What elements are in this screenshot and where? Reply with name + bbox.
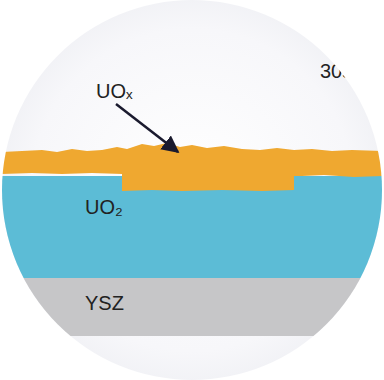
ysz-band: YSZ [85, 292, 128, 315]
uox-layer [2, 143, 382, 191]
ysz-band [2, 278, 382, 336]
uo2-band [2, 176, 382, 278]
uo2-band: UO₂ [85, 196, 127, 219]
band-label: YSZ [85, 292, 128, 315]
layer-label: UOₓ [96, 80, 133, 103]
time-label: 30s [320, 60, 352, 83]
band-label: UO₂ [85, 196, 127, 219]
leader-arrow [116, 104, 178, 152]
